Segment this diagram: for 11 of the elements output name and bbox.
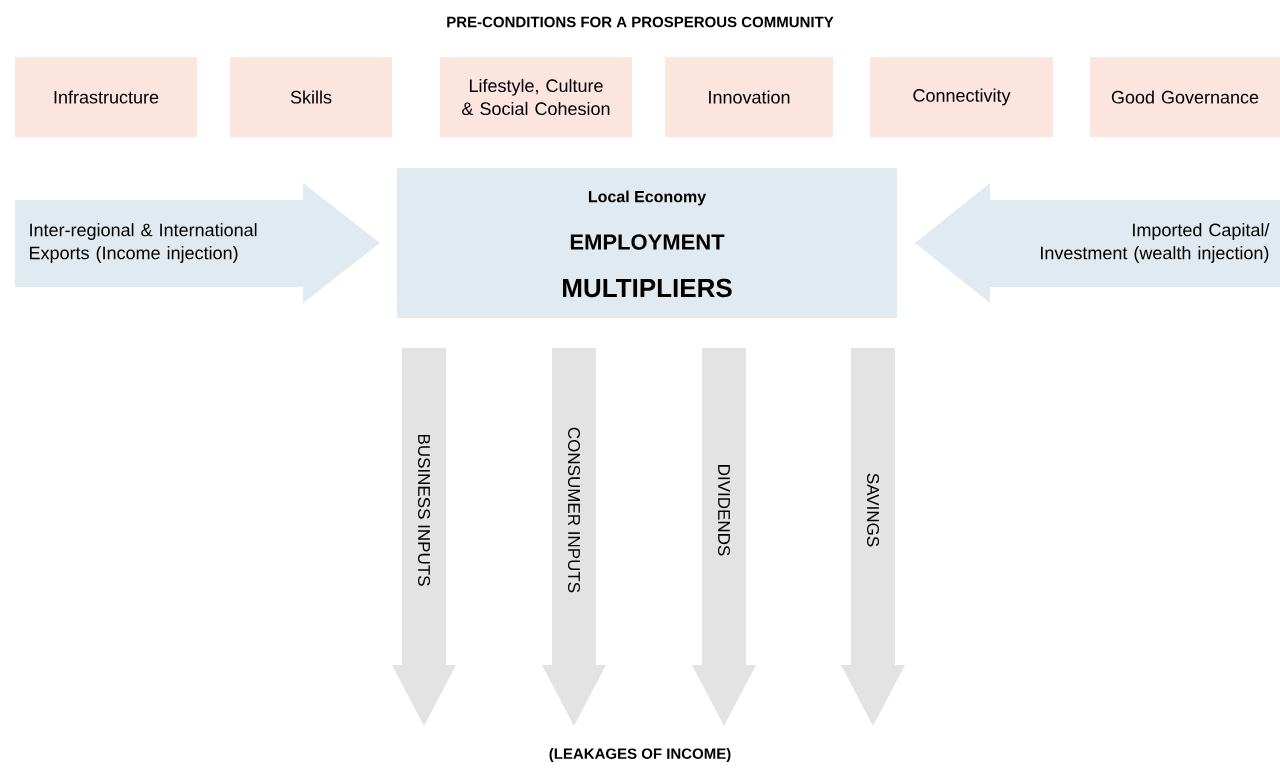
condition-box: Innovation (665, 57, 833, 137)
economy-box: Local Economy EMPLOYMENT MULTIPLIERS (397, 168, 897, 318)
footer-label: (LEAKAGES OF INCOME) (549, 748, 731, 762)
condition-box: Good Governance (1090, 57, 1280, 137)
pointer-banner: Inter-regional & International Exports (Income injection) (15, 183, 380, 303)
pointer-banner: Imported Capital/ Investment (wealth injection) (915, 183, 1280, 303)
condition-box: Lifestyle, Culture & Social Cohesion (440, 57, 632, 137)
condition-box: Skills (230, 57, 392, 137)
condition-box: Connectivity (870, 57, 1053, 137)
heading: PRE-CONDITIONS FOR A PROSPEROUS COMMUNITY (447, 16, 834, 28)
condition-box: Infrastructure (15, 57, 197, 137)
